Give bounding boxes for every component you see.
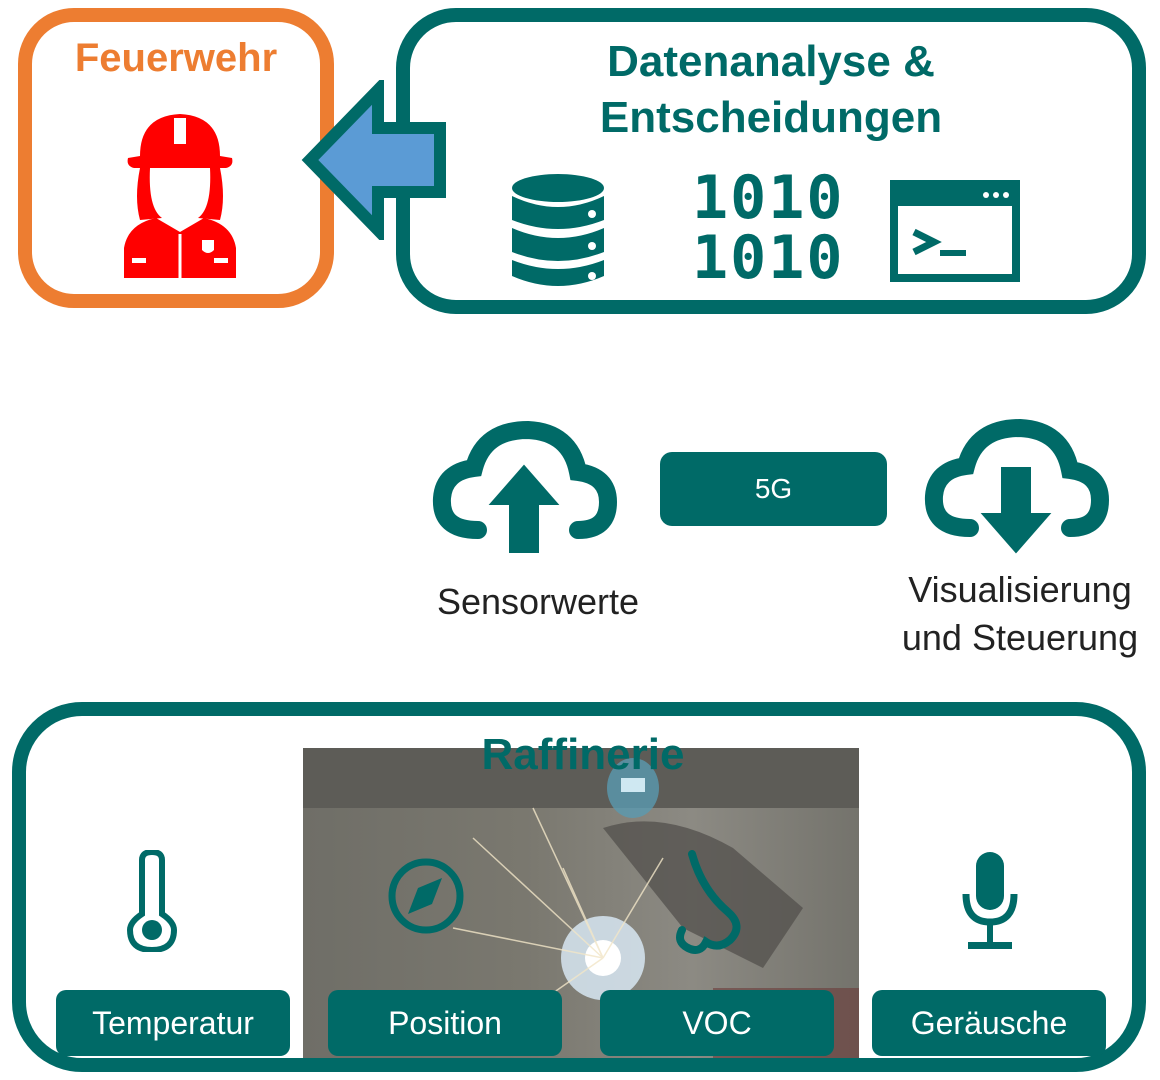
datenanalyse-title-line2: Entscheidungen xyxy=(599,93,943,142)
5g-link-label: 5G xyxy=(660,452,887,526)
sensor-label-geraeusche: Geräusche xyxy=(872,990,1106,1056)
datenanalyse-box xyxy=(396,8,1146,314)
cloud-download-icon xyxy=(924,418,1110,560)
compass-icon xyxy=(388,858,464,934)
terminal-icon xyxy=(890,180,1020,282)
database-icon xyxy=(512,174,604,286)
raffinerie-title: Raffinerie xyxy=(481,730,685,779)
binary-icon: 1010 1010 xyxy=(692,168,845,288)
download-caption-line2: und Steuerung xyxy=(901,617,1139,658)
flow-arrow-icon xyxy=(301,80,446,240)
cloud-upload-icon xyxy=(432,420,618,559)
sensor-label-position: Position xyxy=(328,990,562,1056)
nose-icon xyxy=(676,850,741,954)
download-caption: Visualisierung und Steuerung xyxy=(880,566,1160,662)
binary-line-1: 1010 xyxy=(692,163,845,233)
datenanalyse-title: Datenanalyse & Entscheidungen xyxy=(396,34,1146,146)
feuerwehr-box xyxy=(18,8,334,308)
thermometer-icon xyxy=(126,850,178,952)
binary-line-2: 1010 xyxy=(692,223,845,293)
datenanalyse-title-line1: Datenanalyse & xyxy=(607,37,935,86)
feuerwehr-title: Feuerwehr xyxy=(74,36,278,80)
firefighter-icon xyxy=(124,114,236,278)
upload-caption: Sensorwerte xyxy=(436,581,640,622)
sensor-label-voc: VOC xyxy=(600,990,834,1056)
microphone-icon xyxy=(962,852,1018,949)
download-caption-line1: Visualisierung xyxy=(908,569,1132,610)
sensor-label-temperatur: Temperatur xyxy=(56,990,290,1056)
